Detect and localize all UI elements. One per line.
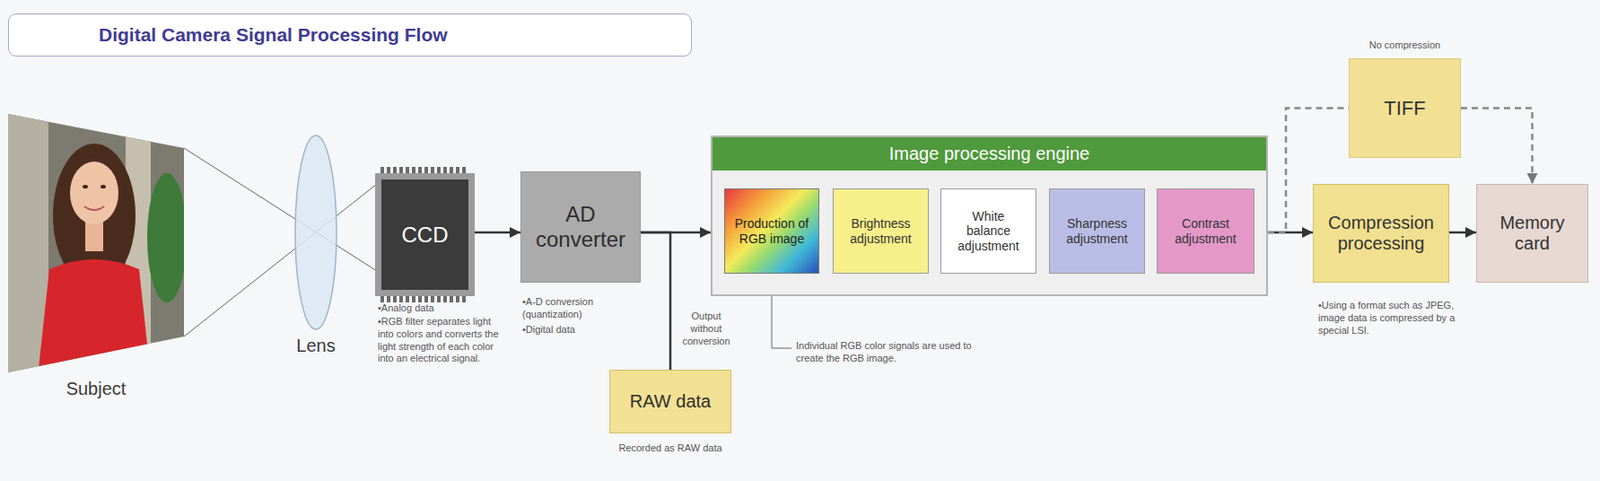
note-text: Recorded as RAW data xyxy=(598,442,743,455)
note-text: No compression xyxy=(1339,39,1470,53)
photo-dress xyxy=(37,259,151,377)
flow-arrow xyxy=(1267,231,1313,235)
node-label: RAW data xyxy=(629,391,711,412)
process-box: Production of RGB image xyxy=(724,188,820,274)
subject-photo xyxy=(0,107,189,377)
ccd-pin xyxy=(399,295,403,303)
node-label: AD converter xyxy=(528,201,633,252)
node-label: White balance adjustment xyxy=(952,209,1025,253)
node-label: Memory card xyxy=(1482,212,1583,254)
node-label: TIFF xyxy=(1383,96,1426,120)
ccd-pin xyxy=(393,295,397,303)
process-box: Compression processing xyxy=(1312,183,1450,283)
callout-text: Individual RGB color signals are used to… xyxy=(795,340,974,366)
photo-eye xyxy=(100,184,106,189)
process-box: White balance adjustment xyxy=(940,188,1037,274)
ccd-pin xyxy=(418,295,422,303)
process-box: AD converter xyxy=(520,171,641,283)
group-header: Image processing engine xyxy=(712,137,1267,171)
process-box: Contrast adjustment xyxy=(1156,188,1255,274)
ccd-pin xyxy=(405,295,410,303)
part-name: Subject xyxy=(51,377,141,401)
output-box: RAW data xyxy=(609,369,732,434)
photo-face xyxy=(69,161,119,225)
note-text: •A-D conversion (quantization) xyxy=(522,296,632,322)
part-name: Lens xyxy=(271,334,361,358)
flow-arrow xyxy=(474,231,521,235)
ccd-pin xyxy=(449,295,454,303)
note-text: Output without conversion xyxy=(678,310,735,348)
process-box: Sharpness adjustment xyxy=(1049,188,1146,274)
photo-smile xyxy=(84,206,105,210)
note-text: •Digital data xyxy=(522,323,632,337)
node-label: Contrast adjustment xyxy=(1162,216,1249,245)
sensor-chip: CCD xyxy=(375,173,475,297)
note-text: •Using a format such as JPEG, image data… xyxy=(1318,299,1477,337)
storage-box: Memory card xyxy=(1476,183,1589,283)
note-text: •RGB filter separates light into colors … xyxy=(377,315,499,366)
node-label: Production of RGB image xyxy=(730,216,814,245)
light-ray xyxy=(183,183,377,337)
engine-group: Image processing engineProduction of RGB… xyxy=(710,135,1268,297)
ccd-pin xyxy=(443,295,447,303)
node-label: Compression processing xyxy=(1319,212,1443,254)
node-label: Sharpness adjustment xyxy=(1055,216,1139,245)
ccd-pin xyxy=(411,295,416,303)
photo-neck xyxy=(85,219,104,252)
flow-arrow xyxy=(1449,231,1477,235)
node-label: CCD xyxy=(402,222,449,248)
photo-eye xyxy=(82,184,88,189)
process-box: Brightness adjustment xyxy=(832,188,929,274)
light-ray xyxy=(183,148,377,272)
ccd-pin xyxy=(430,295,435,303)
ccd-pin xyxy=(455,295,460,303)
dashed-connector xyxy=(1460,108,1533,185)
ccd-pin xyxy=(424,295,429,303)
format-box: TIFF xyxy=(1348,58,1461,158)
ccd-pin xyxy=(437,295,441,303)
note-text: •Analog data xyxy=(377,302,499,315)
ccd-pin xyxy=(386,295,391,303)
lens-shape xyxy=(295,135,337,330)
photo-background xyxy=(0,107,189,377)
flow-arrow xyxy=(640,232,671,370)
photo-plant xyxy=(147,173,187,303)
ccd-pin xyxy=(380,295,385,303)
ccd-pin xyxy=(462,295,466,303)
node-label: Brightness adjustment xyxy=(839,216,923,245)
diagram-title: Digital Camera Signal Processing Flow xyxy=(8,13,692,57)
